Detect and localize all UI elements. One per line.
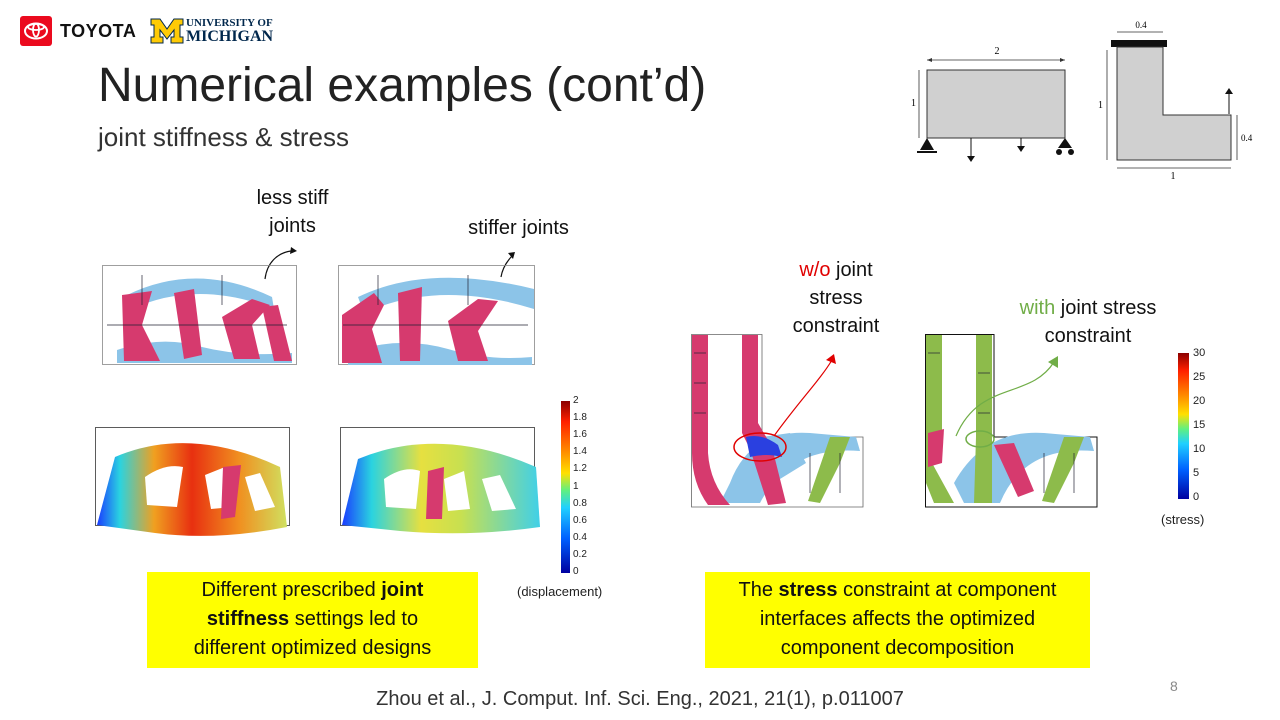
lshape-load-arrow-icon — [1225, 88, 1233, 94]
toyota-logo — [20, 16, 52, 46]
lshape-width-label: 1 — [1171, 171, 1176, 182]
stress-colorbar — [1178, 353, 1189, 499]
displacement-colorbar-ticks: 2 1.8 1.6 1.4 1.2 1 0.8 0.6 0.4 0.2 0 — [573, 395, 603, 579]
design-stiffer — [338, 265, 535, 365]
stress-constraint-callout: The stress constraint at component inter… — [705, 572, 1090, 668]
without-constraint-circle — [733, 432, 787, 462]
slide-subtitle: joint stiffness & stress — [98, 122, 349, 152]
joint-stiffness-callout: Different prescribed joint stiffness set… — [147, 572, 478, 668]
page-number: 8 — [1170, 678, 1178, 694]
load-arrow-icon — [967, 156, 975, 162]
cb-tick: 20 — [1193, 395, 1206, 407]
cb-tick: 0.8 — [573, 498, 587, 509]
toyota-wordmark: TOYOTA — [60, 21, 137, 41]
design-without-stress-constraint — [691, 334, 864, 508]
pin-support-icon — [920, 138, 934, 150]
with-constraint-circle — [965, 430, 995, 448]
annotation-arrows-left — [264, 247, 515, 280]
cb-tick: 1.8 — [573, 412, 587, 423]
lshape-height-label: 1 — [1098, 100, 1103, 111]
cb-tick: 1.2 — [573, 463, 587, 474]
roller-support-icon — [1058, 138, 1072, 148]
cb-tick: 15 — [1193, 419, 1206, 431]
michigan-text: MICHIGAN — [186, 28, 274, 45]
displacement-plot-stiffer — [340, 427, 540, 534]
cb-tick: 0.2 — [573, 549, 587, 560]
university-of-text: UNIVERSITY OF — [186, 17, 273, 29]
l-shape-domain — [1116, 46, 1232, 161]
without-constraint-label: w/o joint stress constraint — [792, 259, 880, 337]
citation: Zhou et al., J. Comput. Inf. Sci. Eng., … — [376, 688, 904, 710]
cb-tick: 0 — [1193, 491, 1200, 503]
cb-tick: 0.4 — [573, 532, 587, 543]
lshape-top-label: 0.4 — [1135, 20, 1147, 30]
fixed-support-bar — [1111, 40, 1167, 47]
l-shape-schematic: 0.4 1 0.4 1 — [1098, 20, 1253, 182]
cb-tick: 2 — [573, 395, 579, 406]
cb-tick: 1 — [573, 481, 579, 492]
load-arrow-icon-2 — [1017, 146, 1025, 152]
stiffer-joints-label: stiffer joints — [468, 217, 569, 239]
annotation-arrows-right — [773, 354, 1058, 437]
stress-caption: (stress) — [1161, 512, 1205, 527]
cb-tick: 10 — [1193, 443, 1206, 455]
with-constraint-label: with joint stress constraint — [1019, 297, 1157, 347]
displacement-plot-less-stiff — [95, 427, 290, 536]
slide-title: Numerical examples (cont’d) — [98, 59, 707, 112]
cb-tick: 1.4 — [573, 446, 587, 457]
michigan-block-m-icon — [150, 18, 184, 49]
displacement-caption: (displacement) — [517, 584, 603, 599]
cb-tick: 1.6 — [573, 429, 587, 440]
beam-domain — [926, 69, 1066, 139]
cb-tick: 0 — [573, 566, 579, 577]
beam-schematic: 2 1 — [911, 46, 1074, 162]
cb-tick: 5 — [1193, 467, 1200, 479]
design-less-stiff — [102, 265, 297, 365]
cb-tick: 25 — [1193, 371, 1206, 383]
cb-tick: 30 — [1193, 347, 1206, 359]
beam-height-label: 1 — [911, 98, 916, 109]
design-with-stress-constraint — [925, 334, 1098, 508]
toyota-emblem-icon — [24, 22, 48, 40]
stress-colorbar-ticks: 30 25 20 15 10 5 0 — [1193, 347, 1217, 507]
displacement-colorbar — [561, 401, 570, 573]
beam-width-label: 2 — [995, 46, 1000, 57]
less-stiff-label: less stiff joints — [256, 187, 329, 237]
cb-tick: 0.6 — [573, 515, 587, 526]
lshape-side-label: 0.4 — [1241, 133, 1253, 143]
